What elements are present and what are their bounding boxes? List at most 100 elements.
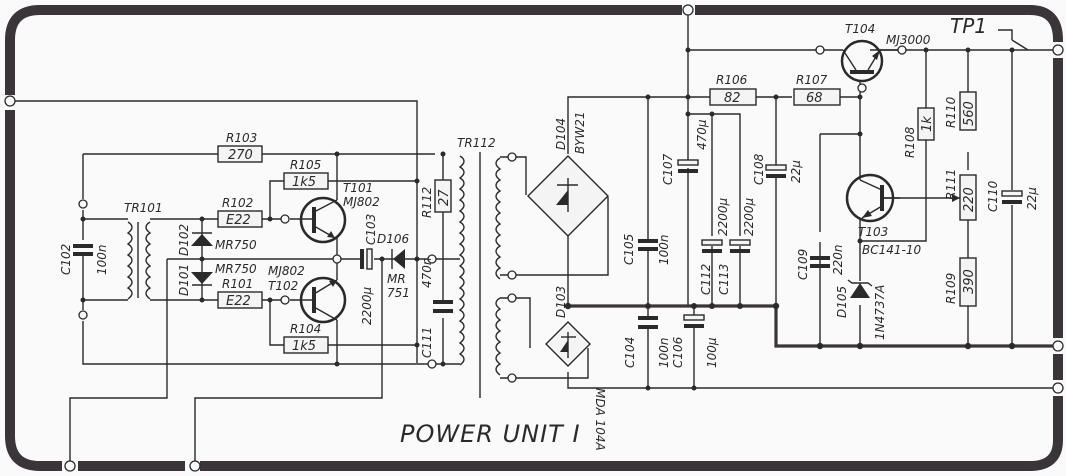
svg-text:1k5: 1k5	[292, 175, 316, 190]
svg-text:C104: C104	[623, 337, 637, 368]
resistor-r107: R107 68	[793, 73, 841, 106]
svg-text:220: 220	[962, 187, 977, 212]
terminal-right-mid	[1052, 340, 1064, 352]
resistor-r105: R105 1k5	[283, 158, 329, 190]
svg-text:TR101: TR101	[124, 201, 163, 215]
svg-text:100n: 100n	[657, 337, 671, 368]
svg-text:C111: C111	[420, 327, 434, 358]
capacitor-c113: C113 2200µ	[717, 197, 756, 295]
svg-text:390: 390	[962, 269, 977, 294]
svg-text:MR: MR	[387, 272, 406, 286]
bridge-rectifier-d103: D103 MDA 104A	[545, 286, 607, 451]
svg-text:R111: R111	[944, 169, 958, 200]
svg-text:R110: R110	[944, 96, 958, 128]
terminal-top	[682, 4, 694, 16]
resistor-r104: R104 1k5	[283, 322, 329, 354]
terminal-right-bottom	[1052, 382, 1064, 394]
svg-text:D105: D105	[835, 286, 849, 318]
svg-text:751: 751	[387, 286, 410, 300]
svg-text:100n: 100n	[95, 244, 109, 275]
transistor-t102: T102 MJ802	[268, 264, 347, 324]
diode-d102: D102 MR750	[177, 224, 257, 256]
ground-bus	[568, 304, 1053, 348]
svg-text:68: 68	[806, 91, 823, 106]
capacitor-c102: C102 100n	[59, 244, 109, 275]
svg-text:MR750: MR750	[215, 238, 257, 252]
svg-text:100n: 100n	[657, 234, 671, 265]
bridge-rectifier-d104: D104 BYW21	[527, 112, 609, 237]
svg-text:MR750: MR750	[215, 262, 257, 276]
svg-text:D101: D101	[177, 264, 191, 296]
wiring-left	[15, 100, 460, 461]
svg-text:C113: C113	[717, 264, 731, 295]
svg-text:560: 560	[962, 101, 977, 126]
resistor-r102: R102 E22	[217, 196, 263, 228]
svg-text:R104: R104	[290, 322, 321, 336]
svg-text:100µ: 100µ	[705, 337, 719, 368]
svg-text:C106: C106	[671, 336, 685, 368]
resistor-r111: R111 220	[944, 169, 977, 221]
terminal-right-top	[1052, 44, 1064, 56]
svg-text:R108: R108	[903, 126, 917, 158]
svg-text:C103: C103	[364, 214, 378, 245]
svg-text:R109: R109	[944, 273, 958, 304]
test-point-tp1: TP1	[950, 14, 987, 38]
svg-text:2200µ: 2200µ	[360, 286, 374, 325]
svg-text:22µ: 22µ	[789, 160, 803, 183]
svg-text:D106: D106	[377, 232, 410, 246]
schematic-title: POWER UNIT I	[400, 420, 581, 448]
capacitor-c105: C105 100n	[622, 234, 671, 265]
svg-text:T102: T102	[268, 279, 298, 293]
svg-text:220n: 220n	[831, 244, 845, 275]
svg-text:270: 270	[228, 148, 253, 163]
resistor-r112: R112 27	[420, 179, 452, 218]
resistor-r108: R108 1k	[903, 107, 935, 158]
junctions-right	[815, 45, 1016, 350]
transformer-tr101: TR101	[124, 201, 163, 300]
svg-text:R101: R101	[222, 277, 253, 291]
svg-text:2200µ: 2200µ	[742, 197, 756, 236]
resistor-r101: R101 E22	[217, 277, 263, 309]
resistor-r109: R109 390	[944, 257, 977, 307]
svg-text:E22: E22	[226, 294, 251, 309]
svg-text:R106: R106	[716, 73, 748, 87]
svg-text:MJ3000: MJ3000	[886, 33, 931, 47]
resistor-r106: R106 82	[709, 73, 757, 106]
capacitor-c109: C109 220n	[796, 244, 845, 280]
capacitor-c112: C112 2200µ	[699, 197, 730, 295]
svg-text:C110: C110	[986, 180, 1000, 212]
capacitor-c106: C106 100µ	[671, 314, 719, 368]
capacitor-c104: C104 100n	[623, 316, 671, 368]
svg-text:470µ: 470µ	[695, 119, 709, 150]
svg-text:22µ: 22µ	[1025, 187, 1039, 210]
resistor-r103: R103 270	[217, 131, 263, 163]
svg-text:470n: 470n	[420, 257, 434, 288]
diode-d106: D106 MR 751	[377, 232, 410, 300]
diode-d101: D101 MR750	[177, 262, 257, 296]
svg-text:MJ802: MJ802	[268, 264, 305, 278]
svg-text:R103: R103	[226, 131, 257, 145]
terminal-left-top	[4, 95, 16, 107]
svg-text:BYW21: BYW21	[573, 112, 587, 155]
svg-text:T104: T104	[845, 22, 875, 36]
capacitor-c103: C103 2200µ	[360, 214, 378, 325]
svg-text:MJ802: MJ802	[343, 195, 380, 209]
svg-text:R102: R102	[222, 196, 253, 210]
terminal-bottom-left	[64, 460, 76, 472]
transistor-t103: T103 BC141-10	[845, 173, 921, 257]
capacitor-c108: C108 22µ	[752, 153, 803, 185]
resistor-r110: R110 560	[944, 91, 977, 131]
svg-text:1k: 1k	[920, 116, 935, 132]
svg-text:C108: C108	[752, 153, 766, 185]
svg-text:R112: R112	[420, 187, 434, 218]
zener-diode-d105: D105 1N4737A	[835, 279, 887, 340]
capacitor-c111: 470n C111	[420, 257, 453, 358]
svg-text:T103: T103	[858, 225, 888, 239]
svg-text:C107: C107	[661, 153, 675, 185]
svg-text:27: 27	[437, 189, 452, 206]
svg-text:D102: D102	[177, 224, 191, 256]
edge-terminals	[4, 4, 1064, 472]
svg-text:TR112: TR112	[457, 136, 496, 150]
svg-text:D104: D104	[554, 118, 568, 150]
svg-text:C105: C105	[622, 234, 636, 265]
